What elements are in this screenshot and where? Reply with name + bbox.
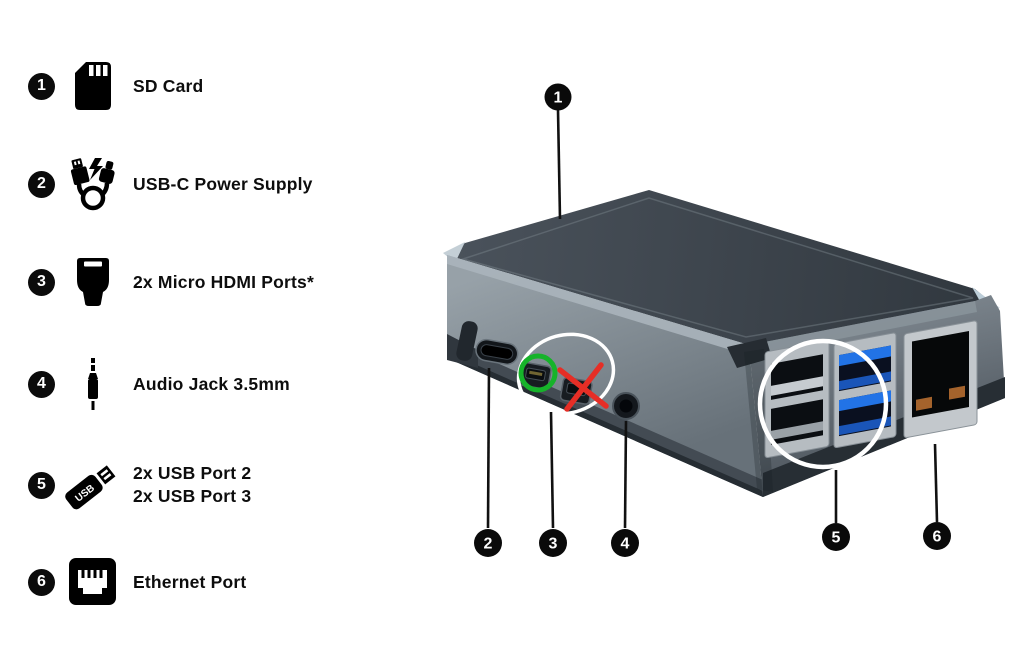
- case-left-face: [447, 255, 763, 497]
- svg-text:5: 5: [832, 530, 841, 547]
- device-illustration: 1 2 3 4 5 6: [443, 83, 1005, 557]
- legend-item-sd-card: 1 SD Card: [28, 55, 203, 117]
- legend-label: Audio Jack 3.5mm: [133, 373, 290, 394]
- legend-number-badge: 2: [28, 170, 55, 198]
- legend-item-micro-hdmi: 3 2x Micro HDMI Ports*: [28, 251, 314, 313]
- usb-drive-icon: USB: [61, 454, 125, 516]
- svg-text:4: 4: [621, 536, 630, 553]
- usb-c-port: [475, 338, 519, 366]
- usb2-ports: [764, 340, 830, 459]
- callout-badge-4: 4: [611, 529, 639, 557]
- callout-line-6: [933, 443, 939, 523]
- legend-number-badge: 5: [28, 471, 55, 499]
- legend-number-badge: 3: [28, 268, 55, 296]
- audio-jack-icon: [61, 358, 125, 410]
- callout-line-1: [556, 109, 562, 220]
- callout-badge-2: 2: [474, 529, 502, 557]
- callout-badge-1: 1: [544, 83, 572, 111]
- case-left-corner-chamfer: [443, 242, 465, 263]
- callout-line-2: [486, 367, 491, 529]
- case-top-face: [447, 190, 999, 345]
- sd-card-icon: [61, 62, 125, 110]
- usb3-ports: [833, 332, 897, 449]
- callout-line-3: [549, 411, 555, 529]
- legend-item-ethernet: 6 Ethernet Port: [28, 551, 246, 613]
- usb-white-circle-highlight: [757, 338, 889, 470]
- red-x-marker: [557, 362, 609, 412]
- svg-text:6: 6: [933, 529, 942, 546]
- legend-number-badge: 1: [28, 72, 55, 100]
- legend-item-usb-c-power: 2: [28, 153, 313, 215]
- callout-badge-3: 3: [539, 529, 567, 557]
- legend-item-audio-jack: 4 Audio Jack 3.5mm: [28, 353, 290, 415]
- callout-line-4: [623, 420, 628, 529]
- legend-label: USB-C Power Supply: [133, 173, 313, 194]
- case-front-corner-wedge: [727, 338, 772, 368]
- callout-badge-6: 6: [923, 522, 951, 550]
- micro-hdmi-port-1: [518, 361, 552, 390]
- audio-jack-hole: [619, 399, 633, 413]
- ethernet-port: [903, 320, 978, 439]
- micro-hdmi-icon: [61, 258, 125, 306]
- legend-label: SD Card: [133, 75, 204, 96]
- hdmi-white-ellipse-highlight: [516, 332, 616, 416]
- svg-text:2: 2: [484, 536, 493, 553]
- svg-text:3: 3: [549, 536, 558, 553]
- legend-label: Ethernet Port: [133, 571, 247, 592]
- green-circle-marker: [518, 353, 558, 393]
- case-lid-seam: [460, 197, 974, 338]
- legend-number-badge: 4: [28, 370, 55, 398]
- ethernet-port-icon: [61, 556, 125, 608]
- svg-text:1: 1: [554, 90, 563, 107]
- legend-number-badge: 6: [28, 568, 55, 596]
- case-side-slot: [456, 321, 478, 361]
- usb-power-cable-icon: [61, 157, 125, 211]
- legend-label: 2x Micro HDMI Ports*: [133, 271, 314, 292]
- legend-label: 2x USB Port 2 2x USB Port 3: [133, 463, 252, 506]
- case-left-top-chamfer: [447, 255, 749, 354]
- legend-item-usb-ports: 5 USB 2x USB Port 2 2x USB Port 3: [28, 454, 251, 516]
- callout-badge-5: 5: [822, 523, 850, 551]
